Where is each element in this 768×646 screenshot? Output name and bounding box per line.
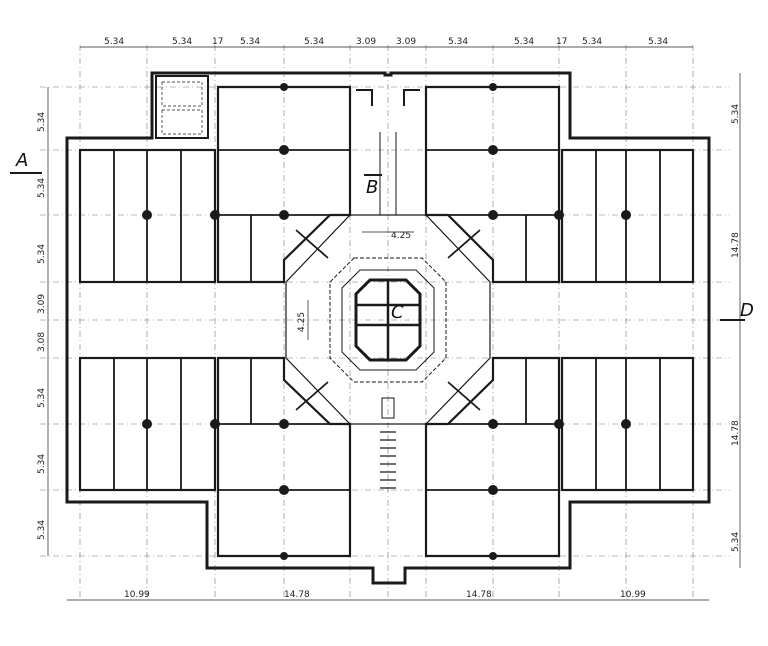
dim-bottom-4: 10.99 — [620, 590, 646, 600]
dim-bottom-3: 14.78 — [466, 590, 492, 600]
slab-ribs — [113, 149, 661, 491]
central-core — [285, 89, 491, 489]
dim-top-10: 17 — [556, 37, 567, 47]
bottom-dimensions: 10.99 14.78 14.78 10.99 — [124, 590, 646, 600]
shaft-box — [155, 75, 209, 139]
dim-right-2: 14.78 — [731, 232, 741, 258]
dim-left-7: 5.34 — [37, 454, 47, 474]
section-label-d: D — [740, 300, 754, 321]
dim-left-5: 3.08 — [37, 332, 47, 352]
dim-right-3: 14.78 — [731, 420, 741, 446]
dim-top-3: 17 — [212, 37, 223, 47]
dim-top-11: 5.34 — [582, 37, 602, 47]
dim-left-1: 5.34 — [37, 112, 47, 132]
section-markers — [10, 172, 745, 321]
dim-top-12: 5.34 — [648, 37, 668, 47]
dim-top-8: 5.34 — [448, 37, 468, 47]
left-dimensions: 5.34 5.34 5.34 3.09 3.08 5.34 5.34 5.34 — [37, 112, 47, 540]
dim-top-9: 5.34 — [514, 37, 534, 47]
dim-core-vertical: 4.25 — [297, 312, 307, 332]
dim-top-7: 3.09 — [396, 37, 416, 47]
columns — [142, 83, 631, 560]
dim-bottom-1: 10.99 — [124, 590, 150, 600]
section-label-a: A — [15, 150, 28, 171]
section-label-b: B — [366, 177, 378, 198]
top-dimensions: 5.34 5.34 17 5.34 5.34 3.09 3.09 5.34 5.… — [104, 37, 668, 47]
dim-right-4: 5.34 — [731, 532, 741, 552]
slab-panels — [78, 85, 695, 558]
dim-top-1: 5.34 — [104, 37, 124, 47]
grid-lines — [40, 45, 730, 600]
dim-left-8: 5.34 — [37, 520, 47, 540]
dim-left-4: 3.09 — [37, 294, 47, 314]
dim-top-5: 5.34 — [304, 37, 324, 47]
building-outline — [65, 71, 711, 585]
dim-right-1: 5.34 — [731, 104, 741, 124]
dim-bottom-2: 14.78 — [284, 590, 310, 600]
right-dimensions: 5.34 14.78 14.78 5.34 — [731, 104, 741, 552]
dim-left-2: 5.34 — [37, 178, 47, 198]
dimension-lines — [47, 46, 741, 601]
dim-left-3: 5.34 — [37, 244, 47, 264]
dim-core-horizontal: 4.25 — [391, 231, 411, 241]
dim-top-6: 3.09 — [356, 37, 376, 47]
section-label-c: C — [391, 302, 404, 323]
dim-top-2: 5.34 — [172, 37, 192, 47]
dim-top-4: 5.34 — [240, 37, 260, 47]
dim-left-6: 5.34 — [37, 388, 47, 408]
